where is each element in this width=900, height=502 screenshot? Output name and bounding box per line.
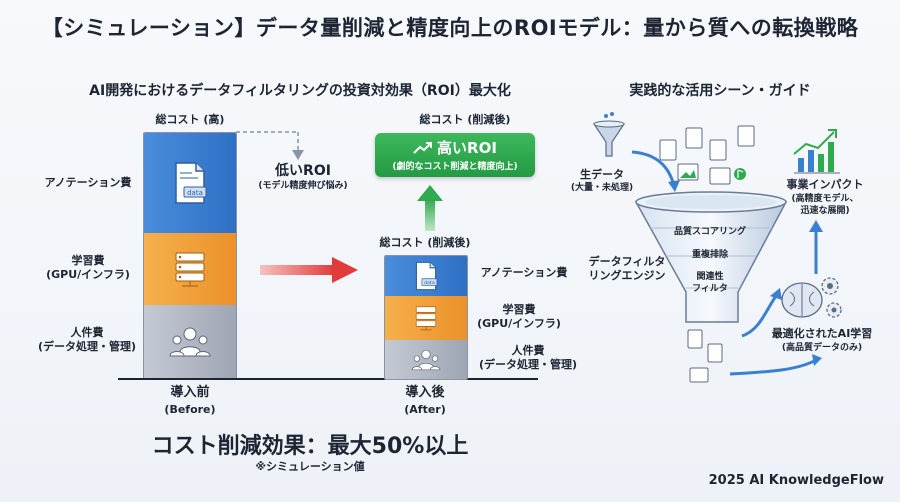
high-roi-label: 高いROI (437, 139, 497, 157)
before-training-label-1: 学習費 (71, 254, 105, 267)
red-transition-arrow (260, 257, 358, 283)
after-annotation-label: アノテーション費 (480, 266, 568, 279)
funnel-step-filter: フィルタ (692, 284, 728, 294)
optimized-learning-sub: (高品質データのみ) (781, 343, 863, 353)
after-labor-label-2: (データ処理・管理) (478, 358, 578, 371)
high-roi-box: 高いROI (劇的なコスト削減と精度向上) (375, 133, 535, 177)
impact-label: 事業インパクト (786, 178, 864, 191)
bar-chart-icon (793, 129, 840, 174)
document-icon: data (175, 162, 207, 204)
page-title: 【シミュレーション】データ量削減と精度向上のROIモデル：量から質への転換戦略 (41, 16, 859, 40)
green-up-arrow (417, 185, 443, 231)
impact-sub-1: (高精度モデル、 (791, 194, 859, 204)
before-caption-2: (Before) (164, 403, 216, 416)
before-bar: data (143, 132, 237, 380)
people-icon (411, 349, 441, 370)
people-icon (169, 327, 211, 357)
data-tag-text: data (424, 280, 435, 286)
trend-up-icon (413, 141, 433, 154)
baseline (118, 378, 538, 380)
before-labor-segment (144, 305, 236, 379)
after-total-label: 総コスト (削減後) (379, 236, 471, 249)
before-annotation-segment: data (144, 133, 236, 233)
before-total-label: 総コスト (高) (155, 113, 225, 126)
right-heading: 実践的な活用シーン・ガイド (629, 83, 811, 99)
cost-effect-headline: コスト削減効果：最大50%以上 (151, 434, 469, 459)
after-annotation-segment: data (385, 256, 467, 296)
document-icon: data (415, 261, 438, 291)
before-training-segment (144, 233, 236, 305)
impact-sub-2: 迅速な展開) (800, 206, 850, 216)
funnel-diagram (592, 112, 842, 383)
funnel-step-relevance: 関連性 (696, 272, 724, 282)
optimized-learning-label: 最適化されたAI学習 (771, 327, 873, 340)
low-roi-sub: (モデル精度伸び悩み) (258, 181, 348, 191)
before-caption-1: 導入前 (170, 385, 210, 400)
before-labor-label-2: (データ処理・管理) (37, 340, 137, 353)
after-bar: data (384, 255, 468, 380)
high-roi-total-label: 総コスト (削減後) (419, 113, 511, 126)
footer-brand: 2025 AI KnowledgeFlow (708, 473, 884, 488)
funnel-step-dedupe: 重複排除 (691, 250, 728, 260)
brain-gears-icon (781, 277, 842, 318)
after-caption-2: (After) (404, 403, 446, 416)
low-roi-label: 低いROI (275, 163, 331, 179)
left-heading: AI開発におけるデータフィルタリングの投資対効果（ROI）最大化 (89, 83, 511, 99)
small-funnel-icon (592, 112, 626, 157)
high-roi-sub: (劇的なコスト削減と精度向上) (392, 162, 518, 172)
raw-data-label: 生データ (580, 168, 624, 181)
after-training-label-2: (GPU/インフラ) (477, 317, 561, 330)
dashed-connector (236, 131, 304, 160)
after-training-label-1: 学習費 (502, 303, 536, 316)
raw-data-sub: (大量・未処理) (570, 183, 634, 193)
after-labor-segment (385, 340, 467, 379)
engine-label-2: リングエンジン (588, 269, 666, 282)
funnel-step-scoring: 品質スコアリング (673, 227, 746, 237)
after-training-segment (385, 296, 467, 340)
before-training-label-2: (GPU/インフラ) (46, 268, 130, 281)
before-annotation-label: アノテーション費 (44, 176, 132, 189)
engine-label-1: データフィルタ (588, 255, 666, 268)
server-icon (175, 252, 205, 287)
before-labor-label-1: 人件費 (70, 326, 104, 339)
server-icon (415, 306, 437, 331)
cost-effect-note: ※シミュレーション値 (255, 460, 365, 473)
after-labor-label-1: 人件費 (511, 344, 545, 357)
data-tag-text: data (187, 189, 203, 197)
after-caption-1: 導入後 (405, 385, 445, 400)
